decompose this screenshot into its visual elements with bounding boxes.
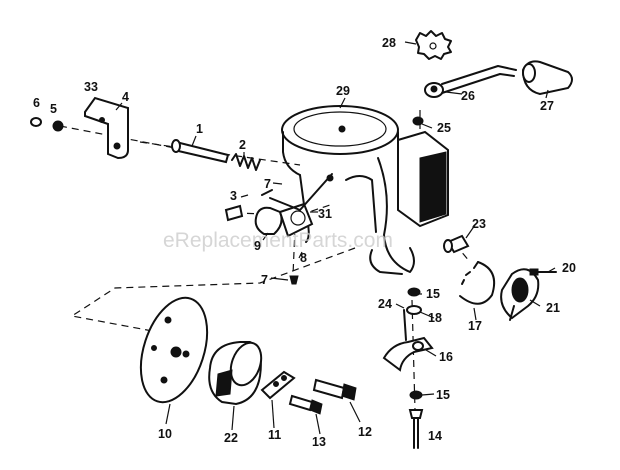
label-part-15-lower: 15 [436, 388, 450, 402]
part-31-block [261, 173, 334, 238]
part-22-drum [208, 341, 263, 406]
label-part-26: 26 [461, 89, 475, 103]
label-part-13: 13 [312, 435, 326, 449]
part-15-washer-top [407, 287, 421, 297]
part-23-bushing [443, 234, 470, 254]
watermark-text: eReplacementParts.com [163, 229, 393, 252]
part-12-bolt [312, 378, 357, 401]
label-part-16: 16 [439, 350, 453, 364]
label-part-15-upper: 15 [426, 287, 440, 301]
label-part-4: 4 [122, 90, 129, 104]
label-part-17: 17 [468, 319, 482, 333]
part-9-knob [254, 206, 283, 235]
label-part-18: 18 [428, 311, 442, 325]
label-part-22: 22 [224, 431, 238, 445]
label-part-12: 12 [358, 425, 372, 439]
part-25-washer [412, 116, 424, 126]
label-part-6: 6 [33, 96, 40, 110]
part-14-bolt [408, 409, 424, 449]
label-part-8: 8 [300, 251, 307, 265]
label-part-10: 10 [158, 427, 172, 441]
label-part-23: 23 [472, 217, 486, 231]
part-17-clip [459, 261, 496, 305]
label-part-2: 2 [239, 138, 246, 152]
part-7-screw [289, 275, 299, 285]
part-29-housing [281, 105, 449, 275]
part-20-screw [529, 268, 557, 276]
part-21-cam [500, 268, 540, 321]
label-part-14: 14 [428, 429, 442, 443]
part-18-spacer [406, 305, 422, 315]
part-10-disk [139, 296, 209, 404]
part-5-nut [52, 120, 64, 132]
label-part-1: 1 [196, 122, 203, 136]
part-15-washer-bottom [409, 390, 423, 400]
part-27-grip [521, 60, 573, 96]
label-part-3: 3 [230, 189, 237, 203]
part-13-bolt [288, 394, 323, 415]
label-part-7-upper: 7 [264, 177, 271, 191]
part-4-bracket [84, 96, 129, 160]
label-part-27: 27 [540, 99, 554, 113]
label-part-28: 28 [382, 36, 396, 50]
label-part-25: 25 [437, 121, 451, 135]
label-part-20: 20 [562, 261, 576, 275]
label-part-9: 9 [254, 239, 261, 253]
label-part-21: 21 [546, 301, 560, 315]
label-part-31: 31 [318, 207, 332, 221]
part-24-pin [403, 309, 407, 341]
part-2-spring [231, 153, 261, 171]
label-part-5: 5 [50, 102, 57, 116]
part-28-gear [415, 30, 452, 60]
part-16-lever [382, 336, 434, 372]
label-part-29: 29 [336, 84, 350, 98]
label-part-7-lower: 7 [261, 273, 268, 287]
label-part-11: 11 [268, 428, 281, 442]
part-6-screw [30, 117, 42, 127]
label-part-33: 33 [84, 80, 98, 94]
part-labels: 6 5 33 4 1 2 7 3 31 9 8 7 29 28 26 27 25… [33, 36, 576, 449]
part-1-pin [171, 139, 230, 164]
leader-lines [115, 41, 556, 435]
part-11-link [260, 370, 296, 400]
label-part-24: 24 [378, 297, 392, 311]
part-26-crank [424, 65, 517, 98]
part-3-pin [224, 204, 244, 222]
